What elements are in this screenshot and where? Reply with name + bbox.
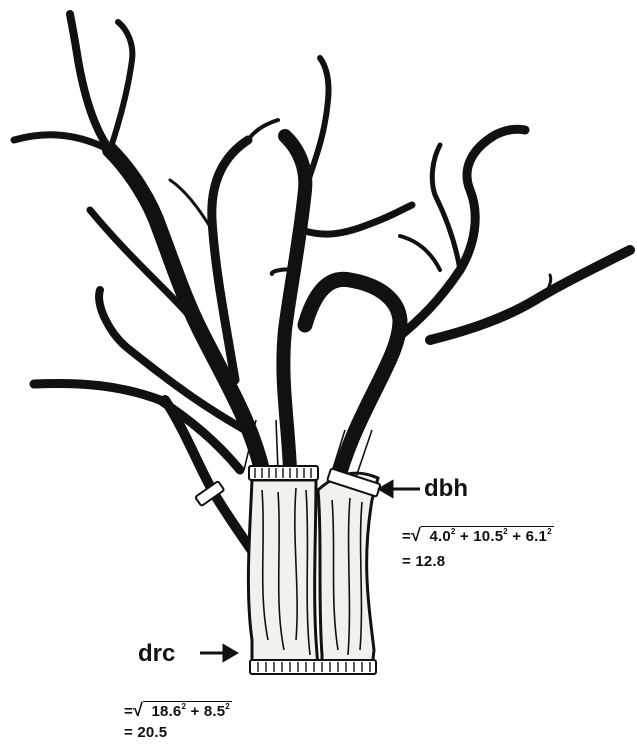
drc-result: = 20.5 [124,724,168,741]
dbh-result: = 12.8 [402,553,446,570]
drc-term-2: 8.5 [203,703,226,720]
operator: + [190,703,200,720]
dbh-term-1: 4.0 [429,528,451,545]
dbh-term-3: 6.1 [525,528,548,545]
exponent: 2 [450,527,456,536]
drc-formula: =√ 18.62 + 8.52 [124,700,232,721]
exponent: 2 [225,702,230,711]
branches [10,10,635,565]
dbh-label: dbh [424,475,468,503]
drc-formula-prefix: = [124,703,133,720]
dbh-text: dbh [424,475,468,502]
operator: + [459,528,469,545]
bark-texture [243,419,373,656]
drc-term-1: 18.6 [151,703,182,720]
exponent: 2 [503,527,508,536]
dbh-formula-prefix: = [402,528,411,545]
drc-text: drc [138,640,176,667]
exponent: 2 [181,702,187,711]
dbh-formula: =√ 4.02 + 10.52 + 6.12 [402,525,554,546]
operator: + [512,528,522,545]
drc-label: drc [138,640,175,668]
band-hatching [254,468,371,672]
dbh-term-2: 10.5 [473,528,504,545]
radical-sign: √ [410,525,422,545]
exponent: 2 [547,527,552,536]
arrows [200,479,420,663]
radical-sign: √ [132,700,144,720]
